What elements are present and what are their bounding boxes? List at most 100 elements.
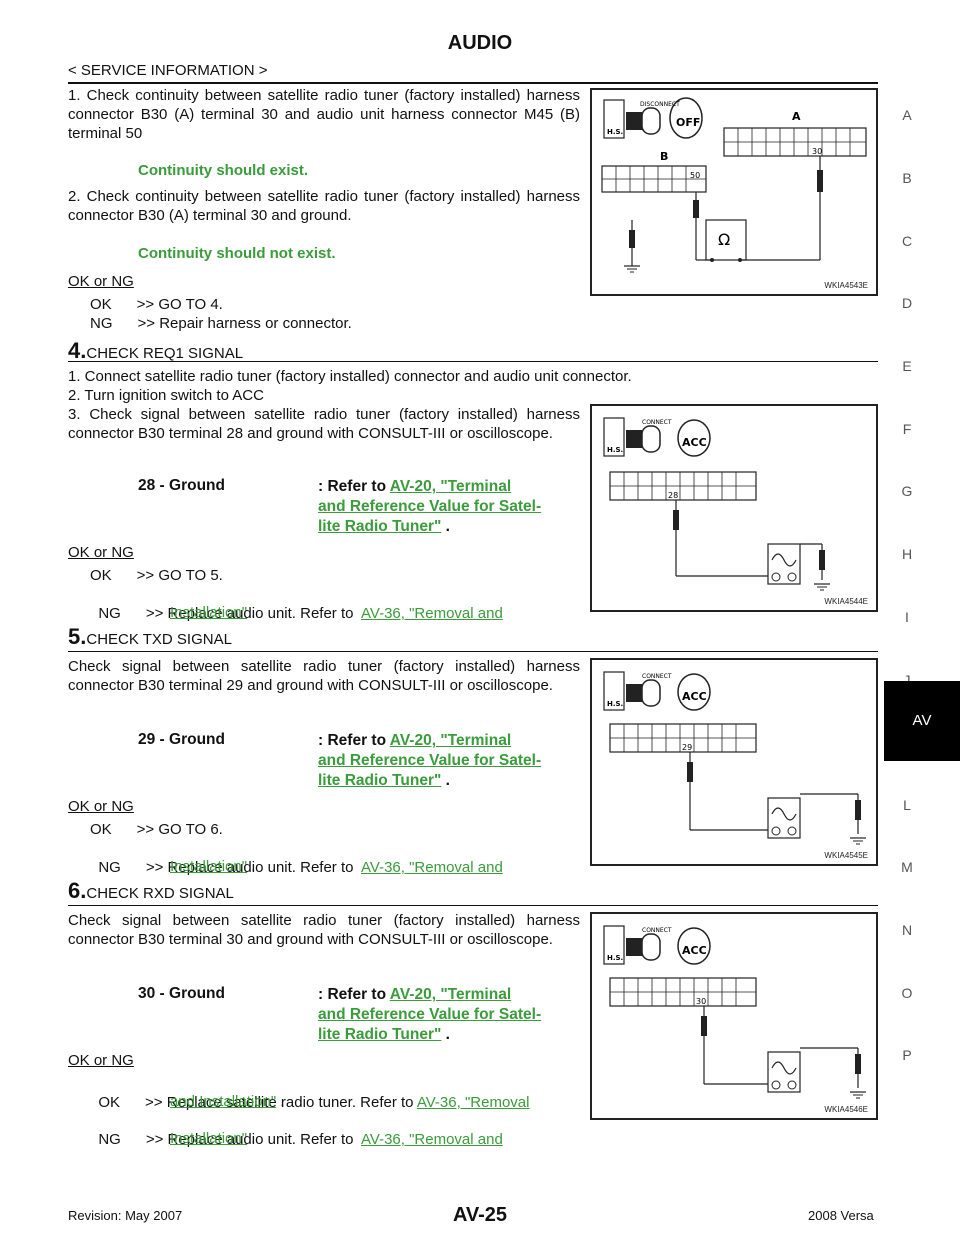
svg-text:B: B <box>660 150 668 163</box>
step4-item1: 1. Connect satellite radio tuner (factor… <box>68 368 632 385</box>
figure-code: WKIA4546E <box>824 1105 868 1114</box>
step3-item1: 1. Check continuity between satellite ra… <box>68 87 580 142</box>
step6-spec-label: 30 - Ground <box>138 985 225 1002</box>
footer-model: 2008 Versa <box>808 1208 874 1223</box>
figure-continuity-check: H.S. DISCONNECT OFF A 30 B 50 Ω <box>590 88 878 296</box>
svg-text:30: 30 <box>696 997 706 1006</box>
step6-ng-link[interactable]: AV-36, "Removal and <box>361 1131 503 1148</box>
figure-txd-signal: H.S. CONNECT ACC 29 WKIA4545E <box>590 658 878 866</box>
rxd-diagram: H.S. CONNECT ACC 30 <box>603 925 866 1099</box>
step4-ng-cont: Installation" . <box>170 604 256 621</box>
step5-heading: 5.CHECK TXD SIGNAL <box>68 624 232 649</box>
step4-ng-link[interactable]: AV-36, "Removal and <box>361 605 503 622</box>
step3-spec2: Continuity should not exist. <box>138 245 336 262</box>
svg-text:OFF: OFF <box>676 116 700 129</box>
step3-ng: NG >> Repair harness or connector. <box>90 315 352 332</box>
svg-text:ACC: ACC <box>682 690 707 703</box>
side-index-b[interactable]: B <box>902 170 912 186</box>
side-index-p[interactable]: P <box>902 1047 912 1063</box>
side-index-d[interactable]: D <box>901 295 913 311</box>
step4-ok: OK >> GO TO 5. <box>90 567 223 584</box>
step3-okng: OK or NG <box>68 273 134 290</box>
section-subtitle: < SERVICE INFORMATION > <box>68 62 268 79</box>
step5-ng-link[interactable]: AV-36, "Removal and <box>361 859 503 876</box>
side-index-j[interactable]: J <box>903 672 911 688</box>
step6-okng: OK or NG <box>68 1052 134 1069</box>
svg-text:CONNECT: CONNECT <box>642 673 672 680</box>
step4-ng: NG >> Replace audio unit. Refer to AV-36… <box>98 605 503 622</box>
svg-text:CONNECT: CONNECT <box>642 927 672 934</box>
svg-text:29: 29 <box>682 743 692 752</box>
side-index-o[interactable]: O <box>901 985 913 1001</box>
side-index-l[interactable]: L <box>903 797 911 813</box>
svg-text:DISCONNECT: DISCONNECT <box>640 101 680 108</box>
step4-heading: 4.CHECK REQ1 SIGNAL <box>68 338 244 363</box>
step5-okng: OK or NG <box>68 798 134 815</box>
step5-ok: OK >> GO TO 6. <box>90 821 223 838</box>
step5-ng-cont: Installation" . <box>170 858 256 875</box>
step5-text: Check signal between satellite radio tun… <box>68 658 580 694</box>
page-title: AUDIO <box>447 32 513 54</box>
side-index-i[interactable]: I <box>905 609 909 625</box>
step4-okng: OK or NG <box>68 544 134 561</box>
figure-req1-signal: H.S. CONNECT ACC 28 WKIA4544E <box>590 404 878 612</box>
step6-ok: OK >> Replace satellite radio tuner. Ref… <box>98 1094 530 1111</box>
svg-text:H.S.: H.S. <box>607 700 623 708</box>
step5-ng-link-2[interactable]: Installation" <box>170 858 248 875</box>
figure-code: WKIA4543E <box>824 281 868 290</box>
step3-spec1: Continuity should exist. <box>138 162 309 179</box>
figure-rxd-signal: H.S. CONNECT ACC 30 WKIA4546E <box>590 912 878 1120</box>
side-index-c[interactable]: C <box>901 233 913 249</box>
svg-text:ACC: ACC <box>682 944 707 957</box>
step5-ng: NG >> Replace audio unit. Refer to AV-36… <box>98 859 503 876</box>
step6-ng-link-2[interactable]: Installation" <box>170 1130 248 1147</box>
side-index-f[interactable]: F <box>902 421 912 437</box>
figure-code: WKIA4545E <box>824 851 868 860</box>
step6-text: Check signal between satellite radio tun… <box>68 912 580 948</box>
footer-revision: Revision: May 2007 <box>68 1208 183 1223</box>
step4-item3: 3. Check signal between satellite radio … <box>68 406 580 442</box>
step6-ng-cont: Installation" . <box>170 1130 256 1147</box>
svg-text:A: A <box>792 110 801 123</box>
side-index-e[interactable]: E <box>902 358 912 374</box>
side-index-g[interactable]: G <box>901 483 913 499</box>
step6-rule <box>68 905 878 906</box>
svg-text:CONNECT: CONNECT <box>642 419 672 426</box>
svg-text:30: 30 <box>812 147 822 156</box>
step6-ok-link[interactable]: AV-36, "Removal <box>416 1094 530 1111</box>
step6-heading: 6.CHECK RXD SIGNAL <box>68 878 234 903</box>
txd-diagram: H.S. CONNECT ACC 29 <box>603 671 866 845</box>
step3-item2: 2. Check continuity between satellite ra… <box>68 188 580 224</box>
req1-diagram: H.S. CONNECT ACC 28 <box>603 417 830 591</box>
svg-text:50: 50 <box>690 171 700 180</box>
step5-rule <box>68 651 878 652</box>
continuity-diagram: H.S. DISCONNECT OFF A 30 B 50 Ω <box>601 97 867 273</box>
step4-item2: 2. Turn ignition switch to ACC <box>68 387 264 404</box>
svg-text:H.S.: H.S. <box>607 954 623 962</box>
header-rule <box>68 82 878 84</box>
step5-spec-label: 29 - Ground <box>138 731 225 748</box>
svg-text:H.S.: H.S. <box>607 446 623 454</box>
svg-text:ACC: ACC <box>682 436 707 449</box>
side-index-h[interactable]: H <box>901 546 913 562</box>
step4-spec-label: 28 - Ground <box>138 477 225 494</box>
side-index-a[interactable]: A <box>902 107 912 123</box>
step4-ng-link-2[interactable]: Installation" <box>170 604 248 621</box>
svg-text:H.S.: H.S. <box>607 128 623 136</box>
side-index-n[interactable]: N <box>901 922 913 938</box>
step3-ok: OK >> GO TO 4. <box>90 296 223 313</box>
step6-ng: NG >> Replace audio unit. Refer to AV-36… <box>98 1131 503 1148</box>
side-index-av-active[interactable]: AV <box>884 681 960 761</box>
step6-ok-cont: and Installation" . <box>170 1093 285 1110</box>
step4-rule <box>68 361 878 362</box>
step6-ok-link-2[interactable]: and Installation" <box>170 1093 277 1110</box>
figure-code: WKIA4544E <box>824 597 868 606</box>
page-number: AV-25 <box>452 1204 508 1226</box>
side-index-m[interactable]: M <box>901 859 913 875</box>
